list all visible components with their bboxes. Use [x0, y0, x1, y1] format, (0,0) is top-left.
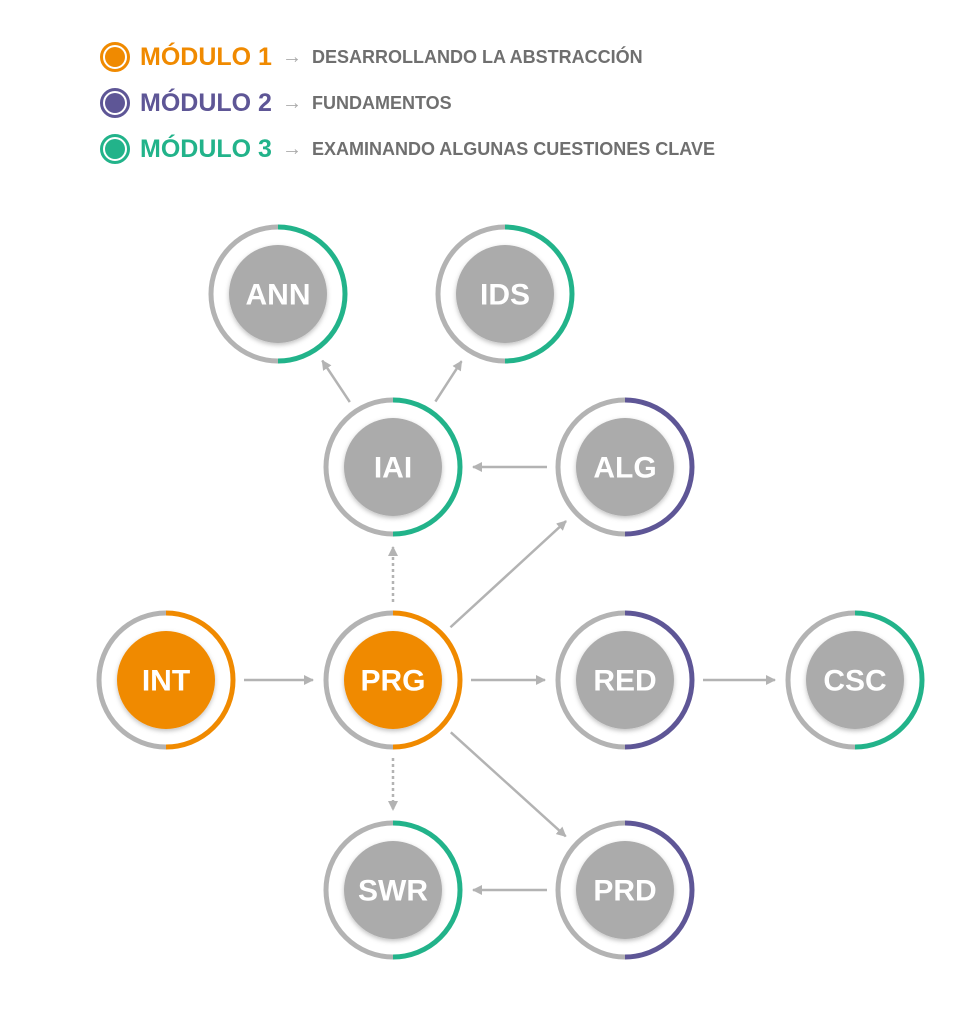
node-label: IDS: [480, 279, 530, 312]
node-circle: [576, 418, 674, 516]
node-label: INT: [142, 665, 190, 698]
circle-icon: [100, 42, 130, 72]
edge-prg-to-alg: [449, 520, 567, 629]
arrow-right-icon: →: [281, 45, 302, 68]
node-swr[interactable]: SWR: [323, 820, 463, 960]
node-circle: [344, 631, 442, 729]
ring-module: [504, 224, 575, 364]
node-label: ANN: [246, 279, 311, 312]
node-ann[interactable]: ANN: [208, 224, 348, 364]
node-label: ALG: [593, 452, 656, 485]
node-prd[interactable]: PRD: [555, 820, 695, 960]
node-circle: [806, 631, 904, 729]
ring-module: [277, 224, 348, 364]
node-circle: [576, 841, 674, 939]
ring-base: [323, 820, 394, 960]
legend-item-module-3: MÓDULO 3 → EXAMINANDO ALGUNAS CUESTIONES…: [100, 129, 715, 169]
node-int[interactable]: INT: [96, 610, 236, 750]
ring-base: [323, 397, 394, 537]
ring-module: [392, 610, 463, 750]
legend-title: MÓDULO 2: [140, 88, 272, 117]
ring-module: [165, 610, 236, 750]
node-ids[interactable]: IDS: [435, 224, 575, 364]
legend-title: MÓDULO 1: [140, 42, 272, 71]
ring-base: [785, 610, 856, 750]
node-circle: [576, 631, 674, 729]
node-label: CSC: [823, 665, 886, 698]
node-circle: [229, 245, 327, 343]
circle-icon: [100, 134, 130, 164]
node-red[interactable]: RED: [555, 610, 695, 750]
edge-iai-to-ids: [434, 360, 463, 403]
ring-module: [392, 820, 463, 960]
edge-prg-to-prd: [449, 731, 567, 838]
ring-base: [555, 610, 626, 750]
arrow-right-icon: →: [281, 91, 302, 114]
node-circle: [344, 841, 442, 939]
ring-base: [555, 397, 626, 537]
node-label: RED: [593, 665, 656, 698]
ring-module: [854, 610, 925, 750]
node-circle: [117, 631, 215, 729]
circle-icon: [100, 88, 130, 118]
node-circle: [456, 245, 554, 343]
ring-base: [96, 610, 167, 750]
edge-iai-to-ann: [321, 359, 351, 403]
node-label: IAI: [374, 452, 412, 485]
legend-description: DESARROLLANDO LA ABSTRACCIÓN: [311, 46, 643, 67]
ring-base: [208, 224, 279, 364]
node-csc[interactable]: CSC: [785, 610, 925, 750]
legend-item-module-2: MÓDULO 2 → FUNDAMENTOS: [100, 83, 452, 123]
ring-module: [624, 397, 695, 537]
legend-description: EXAMINANDO ALGUNAS CUESTIONES CLAVE: [311, 138, 715, 159]
ring-base: [323, 610, 394, 750]
ring-module: [624, 610, 695, 750]
node-iai[interactable]: IAI: [323, 397, 463, 537]
ring-base: [435, 224, 506, 364]
node-label: PRD: [593, 875, 656, 908]
node-alg[interactable]: ALG: [555, 397, 695, 537]
node-label: PRG: [360, 665, 425, 698]
node-prg[interactable]: PRG: [323, 610, 463, 750]
legend-title: MÓDULO 3: [140, 134, 272, 163]
legend-item-module-1: MÓDULO 1 → DESARROLLANDO LA ABSTRACCIÓN: [100, 37, 643, 77]
arrow-right-icon: →: [281, 137, 302, 160]
node-circle: [344, 418, 442, 516]
ring-base: [555, 820, 626, 960]
legend-description: FUNDAMENTOS: [311, 92, 452, 113]
ring-module: [624, 820, 695, 960]
node-label: SWR: [358, 875, 428, 908]
ring-module: [392, 397, 463, 537]
